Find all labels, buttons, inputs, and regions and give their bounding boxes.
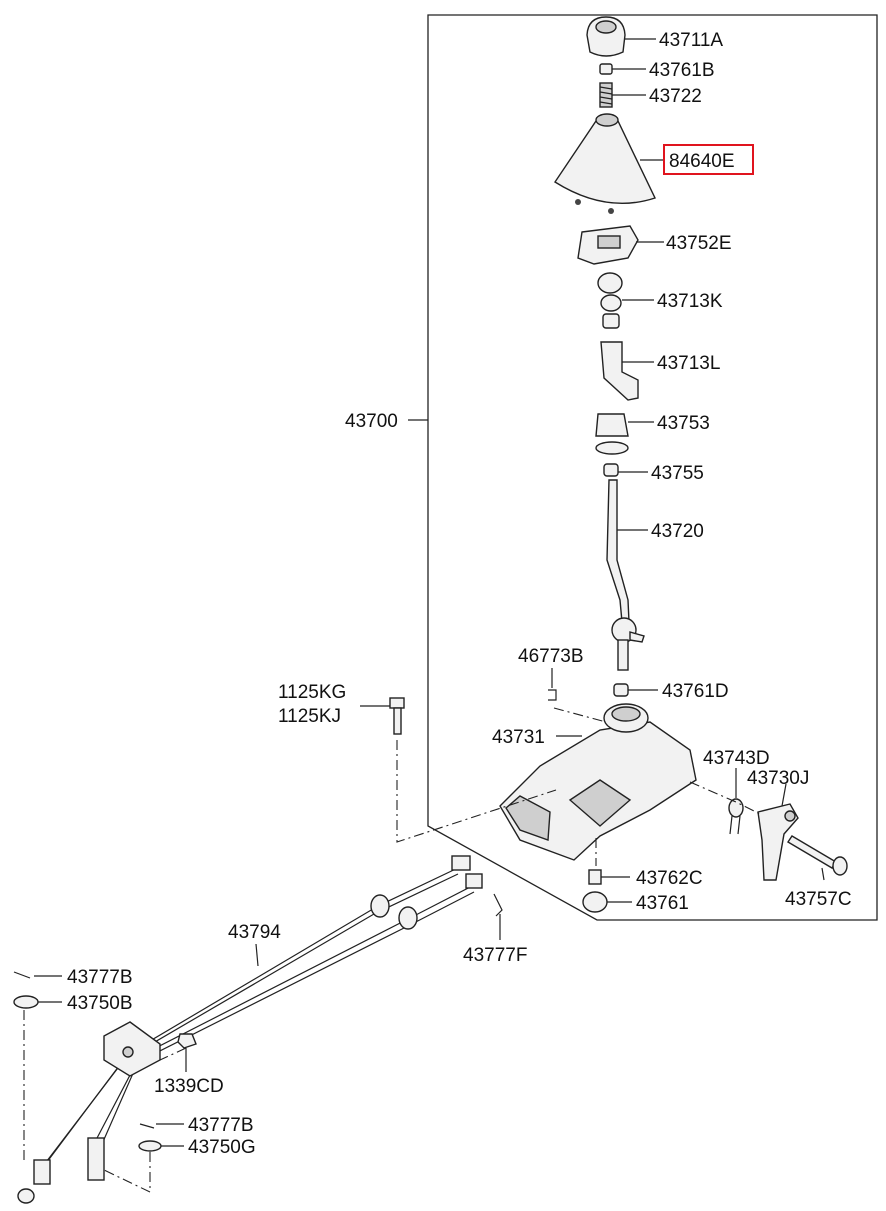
callout-label: 43720	[651, 521, 704, 542]
shift-lever	[606, 479, 645, 671]
assembly-frame	[427, 14, 878, 921]
spring-washer	[595, 441, 629, 455]
callout-label: 43794	[228, 922, 281, 943]
bushing-set	[597, 272, 623, 329]
callout-label: 43755	[651, 463, 704, 484]
callout-label: 1125KG	[278, 682, 346, 703]
callout-label: 43761	[636, 893, 689, 914]
shift-housing	[499, 703, 697, 861]
guide-line	[689, 781, 761, 815]
callout-label: 43743D	[703, 748, 770, 769]
callout-label: 1125KJ	[278, 706, 341, 727]
shift-knob	[586, 16, 626, 57]
callout-label: 43757C	[785, 889, 852, 910]
callout-label: 43750B	[67, 993, 133, 1014]
callout-label: 43762C	[636, 868, 703, 889]
guide-line	[103, 1152, 151, 1193]
callout-label: 43713K	[657, 291, 723, 312]
callout-label: 43700	[345, 411, 398, 432]
select-lever	[757, 803, 799, 881]
leader-lines	[34, 38, 825, 1147]
shift-cables	[17, 855, 483, 1204]
lever-bush	[613, 683, 629, 697]
callout-labels: 43711A 43761B 43722 84640E 43752E 43713K…	[67, 30, 852, 1158]
callout-label: 43722	[649, 86, 702, 107]
nut	[177, 1033, 197, 1049]
knob-bracket	[577, 225, 639, 265]
cable-pin-washer-g	[138, 1123, 162, 1152]
callout-label: 1339CD	[154, 1076, 224, 1097]
retainer-ring	[595, 413, 629, 437]
callout-label: 84640E	[669, 151, 735, 172]
cable-pin-washer-b	[13, 971, 39, 1009]
callout-label: 43730J	[747, 768, 809, 789]
guide-line	[396, 740, 557, 843]
callout-label: 43761D	[662, 681, 729, 702]
lever-socket	[600, 341, 639, 401]
callout-label: 43713L	[657, 353, 720, 374]
callout-label: 43777B	[67, 967, 133, 988]
lever-spring	[728, 798, 744, 835]
shift-boot	[554, 113, 656, 214]
callout-label: 43761B	[649, 60, 715, 81]
spring	[599, 82, 613, 108]
callout-label: 43731	[492, 727, 545, 748]
callout-label: 43711A	[659, 30, 723, 51]
bolt	[389, 697, 405, 735]
knob-nut	[599, 63, 613, 75]
callout-label: 43777F	[463, 945, 527, 966]
clip	[548, 689, 557, 701]
callout-label: 43777B	[188, 1115, 254, 1136]
callout-label: 43752E	[666, 233, 732, 254]
callout-label: 43753	[657, 413, 710, 434]
guide-line	[159, 1047, 187, 1061]
callout-label: 46773B	[518, 646, 584, 667]
pivot-pin	[582, 869, 608, 913]
bush	[603, 463, 619, 477]
guide-line	[553, 707, 607, 723]
highlight-box	[663, 144, 754, 175]
lever-pin	[787, 835, 848, 876]
cable-clip	[493, 893, 503, 917]
callout-label: 43750G	[188, 1137, 256, 1158]
